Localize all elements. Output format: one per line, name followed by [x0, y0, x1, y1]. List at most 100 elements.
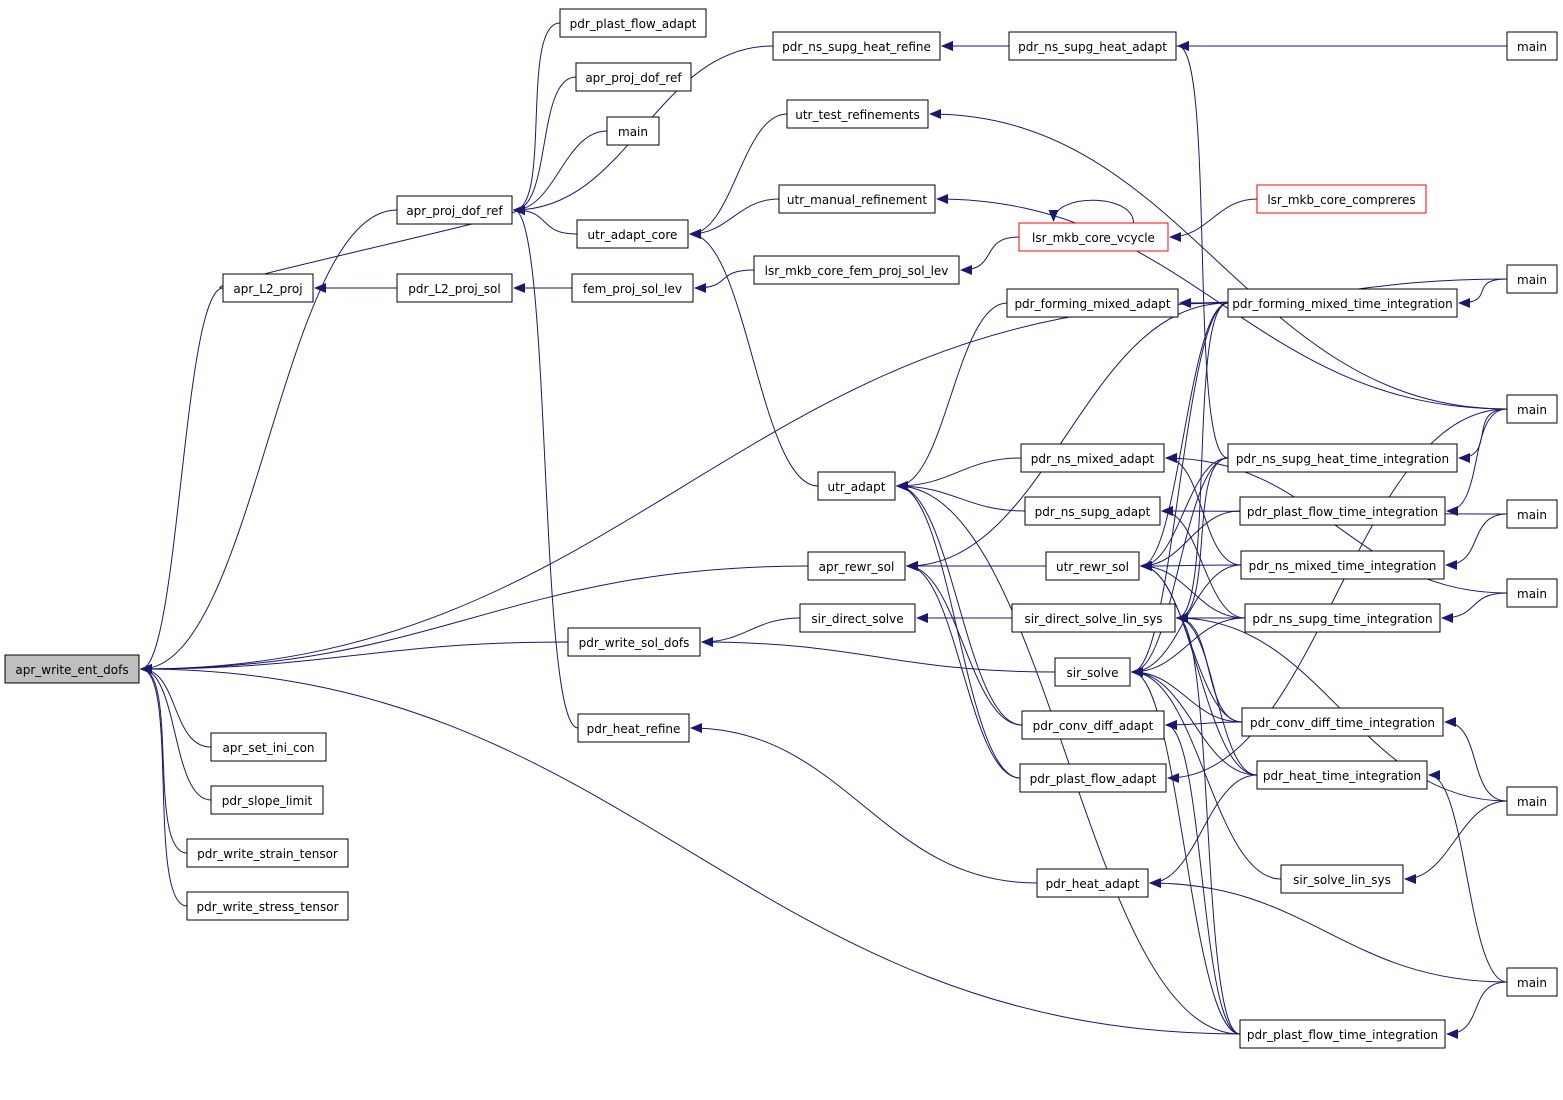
node-pdr-slope-limit[interactable]: pdr_slope_limit: [210, 785, 324, 815]
node-label: pdr_conv_diff_time_integration: [1250, 716, 1435, 730]
node-label: apr_set_ini_con: [222, 741, 314, 755]
node-sir-solve-lin-sys[interactable]: sir_solve_lin_sys: [1280, 864, 1404, 894]
node-box: [1256, 184, 1427, 214]
edge-pdr_ns_supg_time_integration-to-pdr_ns_supg_adapt: [1161, 506, 1246, 619]
node-box: [1020, 443, 1165, 473]
node-pdr-conv-diff-adapt[interactable]: pdr_conv_diff_adapt: [1021, 710, 1165, 740]
node-box: [1256, 760, 1428, 790]
node-box: [1227, 443, 1458, 473]
node-main-r4[interactable]: main: [1506, 499, 1558, 529]
node-pdr-plast-flow-time-integration-mid[interactable]: pdr_plast_flow_time_integration: [1239, 496, 1446, 526]
node-label: apr_rewr_sol: [819, 560, 895, 574]
node-utr-manual-refinement[interactable]: utr_manual_refinement: [778, 184, 936, 214]
node-pdr-forming-mixed-adapt[interactable]: pdr_forming_mixed_adapt: [1006, 288, 1179, 318]
node-box: [1239, 1019, 1446, 1049]
node-pdr-plast-flow-time-integration-bot[interactable]: pdr_plast_flow_time_integration: [1239, 1019, 1446, 1049]
edge-pdr_ns_supg_adapt-to-utr_adapt: [896, 481, 1026, 512]
edge-apr_set_ini_con-to-apr_write_ent_dofs: [140, 664, 212, 748]
edge-pdr_ns_mixed_time_integration-to-utr_rewr_sol: [1140, 560, 1242, 571]
node-label: main: [1517, 976, 1547, 990]
node-label: main: [1517, 508, 1547, 522]
node-utr-test-refinements[interactable]: utr_test_refinements: [786, 99, 929, 129]
node-apr-write-ent-dofs[interactable]: apr_write_ent_dofs: [4, 654, 140, 684]
edge-main_r7-to-pdr_plast_flow_time_integration_bot: [1446, 981, 1508, 1039]
node-box: [571, 273, 694, 303]
node-pdr-ns-mixed-time-integration[interactable]: pdr_ns_mixed_time_integration: [1240, 550, 1445, 580]
node-box: [1506, 31, 1558, 61]
node-label: apr_L2_proj: [233, 282, 302, 296]
node-lsr-mkb-core-vcycle[interactable]: lsr_mkb_core_vcycle: [1018, 222, 1169, 252]
edge-apr_rewr_sol-to-apr_write_ent_dofs: [140, 565, 809, 674]
node-pdr-conv-diff-time-integration[interactable]: pdr_conv_diff_time_integration: [1241, 707, 1444, 737]
node-sir-direct-solve[interactable]: sir_direct_solve: [799, 603, 916, 633]
node-box: [222, 273, 314, 303]
node-utr-adapt-core[interactable]: utr_adapt_core: [576, 219, 689, 249]
node-label: apr_write_ent_dofs: [15, 663, 128, 677]
node-pdr-plast-flow-adapt[interactable]: pdr_plast_flow_adapt: [1019, 763, 1167, 793]
node-pdr-heat-refine[interactable]: pdr_heat_refine: [577, 713, 690, 743]
node-sir-solve[interactable]: sir_solve: [1054, 657, 1131, 687]
node-pdr-heat-time-integration[interactable]: pdr_heat_time_integration: [1256, 760, 1428, 790]
node-label: fem_proj_sol_lev: [583, 282, 682, 296]
node-box: [817, 471, 896, 501]
node-main-r6[interactable]: main: [1506, 786, 1558, 816]
node-label: pdr_ns_supg_heat_time_integration: [1236, 452, 1449, 466]
node-label: sir_direct_solve: [811, 612, 903, 626]
edge-lsr_mkb_core_compreres-to-lsr_mkb_core_vcycle: [1169, 198, 1258, 242]
node-fem-proj-sol-lev[interactable]: fem_proj_sol_lev: [571, 273, 694, 303]
node-main-r3[interactable]: main: [1506, 394, 1558, 424]
node-pdr-ns-supg-heat-adapt[interactable]: pdr_ns_supg_heat_adapt: [1008, 31, 1177, 61]
node-label: pdr_plast_flow_time_integration: [1247, 505, 1438, 519]
node-pdr-L2-proj-sol[interactable]: pdr_L2_proj_sol: [396, 273, 513, 303]
node-box: [576, 219, 689, 249]
edge-pdr_ns_supg_heat_time_integration-to-pdr_ns_supg_heat_adapt: [1177, 41, 1229, 459]
node-lsr-mkb-core-compreres[interactable]: lsr_mkb_core_compreres: [1256, 184, 1427, 214]
node-pdr-ns-supg-heat-refine[interactable]: pdr_ns_supg_heat_refine: [772, 31, 941, 61]
node-pdr-heat-adapt[interactable]: pdr_heat_adapt: [1036, 868, 1149, 898]
edge-pdr_ns_supg_heat_time_integration-to-utr_rewr_sol: [1140, 457, 1229, 571]
node-label: pdr_ns_supg_heat_refine: [782, 40, 931, 54]
node-box: [396, 273, 513, 303]
edge-pdr_heat_time_integration-to-sir_direct_solve_lin_sys: [1176, 613, 1258, 776]
node-pdr-forming-mixed-time-integration[interactable]: pdr_forming_mixed_time_integration: [1227, 288, 1458, 318]
edge-main_r7-to-pdr_heat_adapt: [1149, 878, 1508, 983]
node-pdr-write-stress-tensor[interactable]: pdr_write_stress_tensor: [186, 891, 349, 921]
node-pdr-write-sol-dofs[interactable]: pdr_write_sol_dofs: [567, 627, 701, 657]
node-main-top[interactable]: main: [606, 116, 660, 146]
node-box: [186, 838, 349, 868]
node-label: pdr_heat_time_integration: [1263, 769, 1421, 783]
edge-pdr_ns_mixed_time_integration-to-sir_solve: [1131, 564, 1242, 677]
node-sir-direct-solve-lin-sys[interactable]: sir_direct_solve_lin_sys: [1011, 603, 1176, 633]
node-pdr-ns-mixed-adapt[interactable]: pdr_ns_mixed_adapt: [1020, 443, 1165, 473]
node-apr-L2-proj[interactable]: apr_L2_proj: [222, 273, 314, 303]
node-pdr-write-strain-tensor[interactable]: pdr_write_strain_tensor: [186, 838, 349, 868]
edge-pdr_heat_time_integration-to-pdr_heat_adapt: [1149, 774, 1258, 888]
node-apr-proj-dof-ref-top[interactable]: apr_proj_dof_ref: [575, 62, 692, 92]
node-lsr-mkb-core-fem-proj-sol-lev[interactable]: lsr_mkb_core_fem_proj_sol_lev: [753, 255, 960, 285]
node-label: pdr_heat_adapt: [1046, 877, 1140, 891]
node-main-r7[interactable]: main: [1506, 967, 1558, 997]
node-pdr-ns-supg-time-integration[interactable]: pdr_ns_supg_time_integration: [1244, 603, 1441, 633]
edge-sir_solve_lin_sys-to-sir_solve: [1131, 667, 1282, 880]
node-main-r5[interactable]: main: [1506, 578, 1558, 608]
node-pdr-ns-supg-adapt[interactable]: pdr_ns_supg_adapt: [1024, 496, 1161, 526]
node-label: main: [1517, 587, 1547, 601]
node-label: pdr_heat_refine: [587, 722, 681, 736]
node-label: pdr_ns_supg_heat_adapt: [1018, 40, 1167, 54]
edge-main_r6-to-pdr_conv_diff_time_integration: [1444, 717, 1508, 802]
node-main-r2[interactable]: main: [1506, 264, 1558, 294]
graph-nodes: apr_write_ent_dofs apr_L2_proj apr_proj_do…: [4, 8, 1558, 1049]
edge-main_r3-to-utr_manual_refinement: [936, 194, 1508, 410]
node-utr-rewr-sol[interactable]: utr_rewr_sol: [1045, 551, 1140, 581]
edge-lsr_mkb_core_vcycle-to-lsr_mkb_core_vcycle: [1048, 199, 1134, 224]
node-apr-set-ini-con[interactable]: apr_set_ini_con: [210, 732, 327, 762]
node-pdr-ns-supg-heat-time-integration[interactable]: pdr_ns_supg_heat_time_integration: [1227, 443, 1458, 473]
node-box: [1008, 31, 1177, 61]
node-main-r1[interactable]: main: [1506, 31, 1558, 61]
edge-pdr_plast_flow_time_integration_bot-to-utr_adapt: [896, 481, 1241, 1035]
node-box: [1506, 786, 1558, 816]
node-utr-adapt[interactable]: utr_adapt: [817, 471, 896, 501]
node-apr-rewr-sol[interactable]: apr_rewr_sol: [807, 551, 906, 581]
node-apr-proj-dof-ref[interactable]: apr_proj_dof_ref: [396, 195, 513, 225]
node-pdr-plast-flow-adapt-top[interactable]: pdr_plast_flow_adapt: [559, 8, 707, 38]
